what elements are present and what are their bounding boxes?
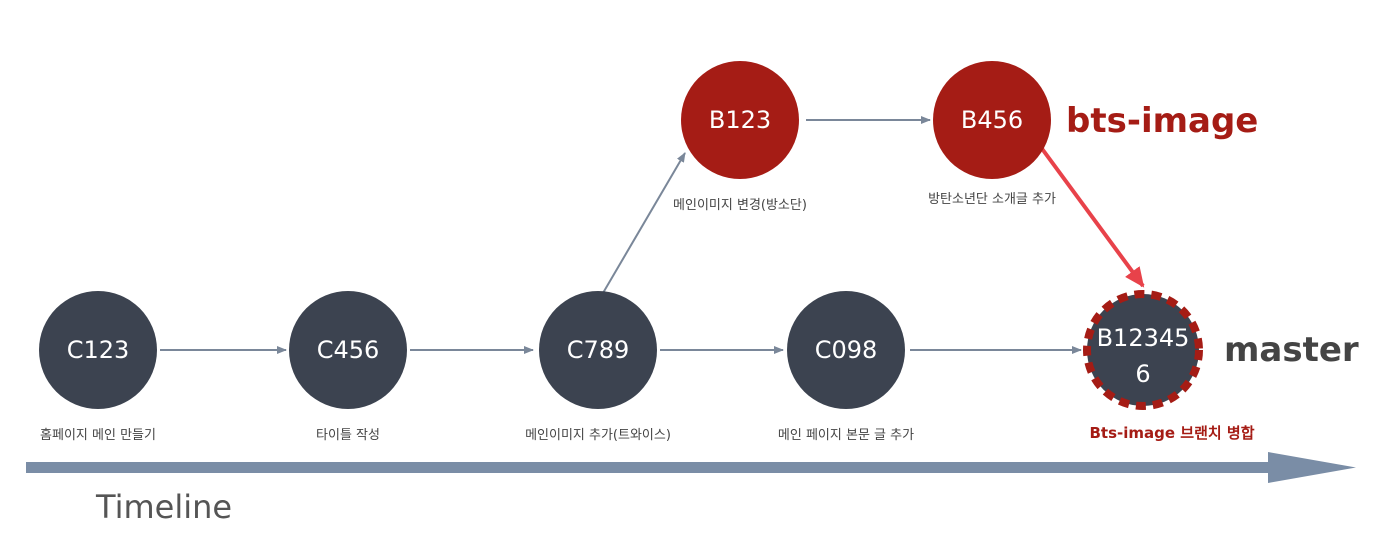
commit-c789-caption: 메인이미지 추가(트와이스) [525, 428, 671, 443]
merge-caption: Bts-image 브랜치 병합 [1089, 424, 1254, 442]
commit-c789-label: C789 [567, 336, 630, 364]
commit-merge-label-line1: B12345 [1097, 324, 1190, 352]
commit-b456-caption: 방탄소년단 소개글 추가 [928, 192, 1056, 207]
arrow-c789-b123 [602, 152, 686, 294]
commit-c456-label: C456 [317, 336, 380, 364]
merge-arrow-b456-merge [1038, 144, 1145, 288]
commit-b456-label: B456 [961, 106, 1023, 134]
timeline-arrow [26, 452, 1356, 483]
commit-c123-label: C123 [67, 336, 130, 364]
commit-c123-caption: 홈페이지 메인 만들기 [40, 428, 156, 443]
commit-c098-caption: 메인 페이지 본문 글 추가 [778, 428, 914, 443]
commit-merge-label-line2: 6 [1135, 360, 1150, 388]
branch-label-master: master [1224, 330, 1359, 370]
commit-merge: B12345 6 [1083, 290, 1203, 410]
commit-c098-label: C098 [815, 336, 878, 364]
timeline-label: Timeline [95, 488, 232, 526]
commit-b123-caption: 메인이미지 변경(방소단) [673, 198, 807, 213]
commit-b123-label: B123 [709, 106, 771, 134]
commit-c456: C456 [289, 291, 407, 409]
commit-b456: B456 [933, 61, 1051, 179]
commit-b123: B123 [681, 61, 799, 179]
commit-c789: C789 [539, 291, 657, 409]
commit-c098: C098 [787, 291, 905, 409]
commit-c123: C123 [39, 291, 157, 409]
branch-label-bts-image: bts-image [1066, 101, 1258, 141]
commit-c456-caption: 타이틀 작성 [316, 428, 380, 443]
